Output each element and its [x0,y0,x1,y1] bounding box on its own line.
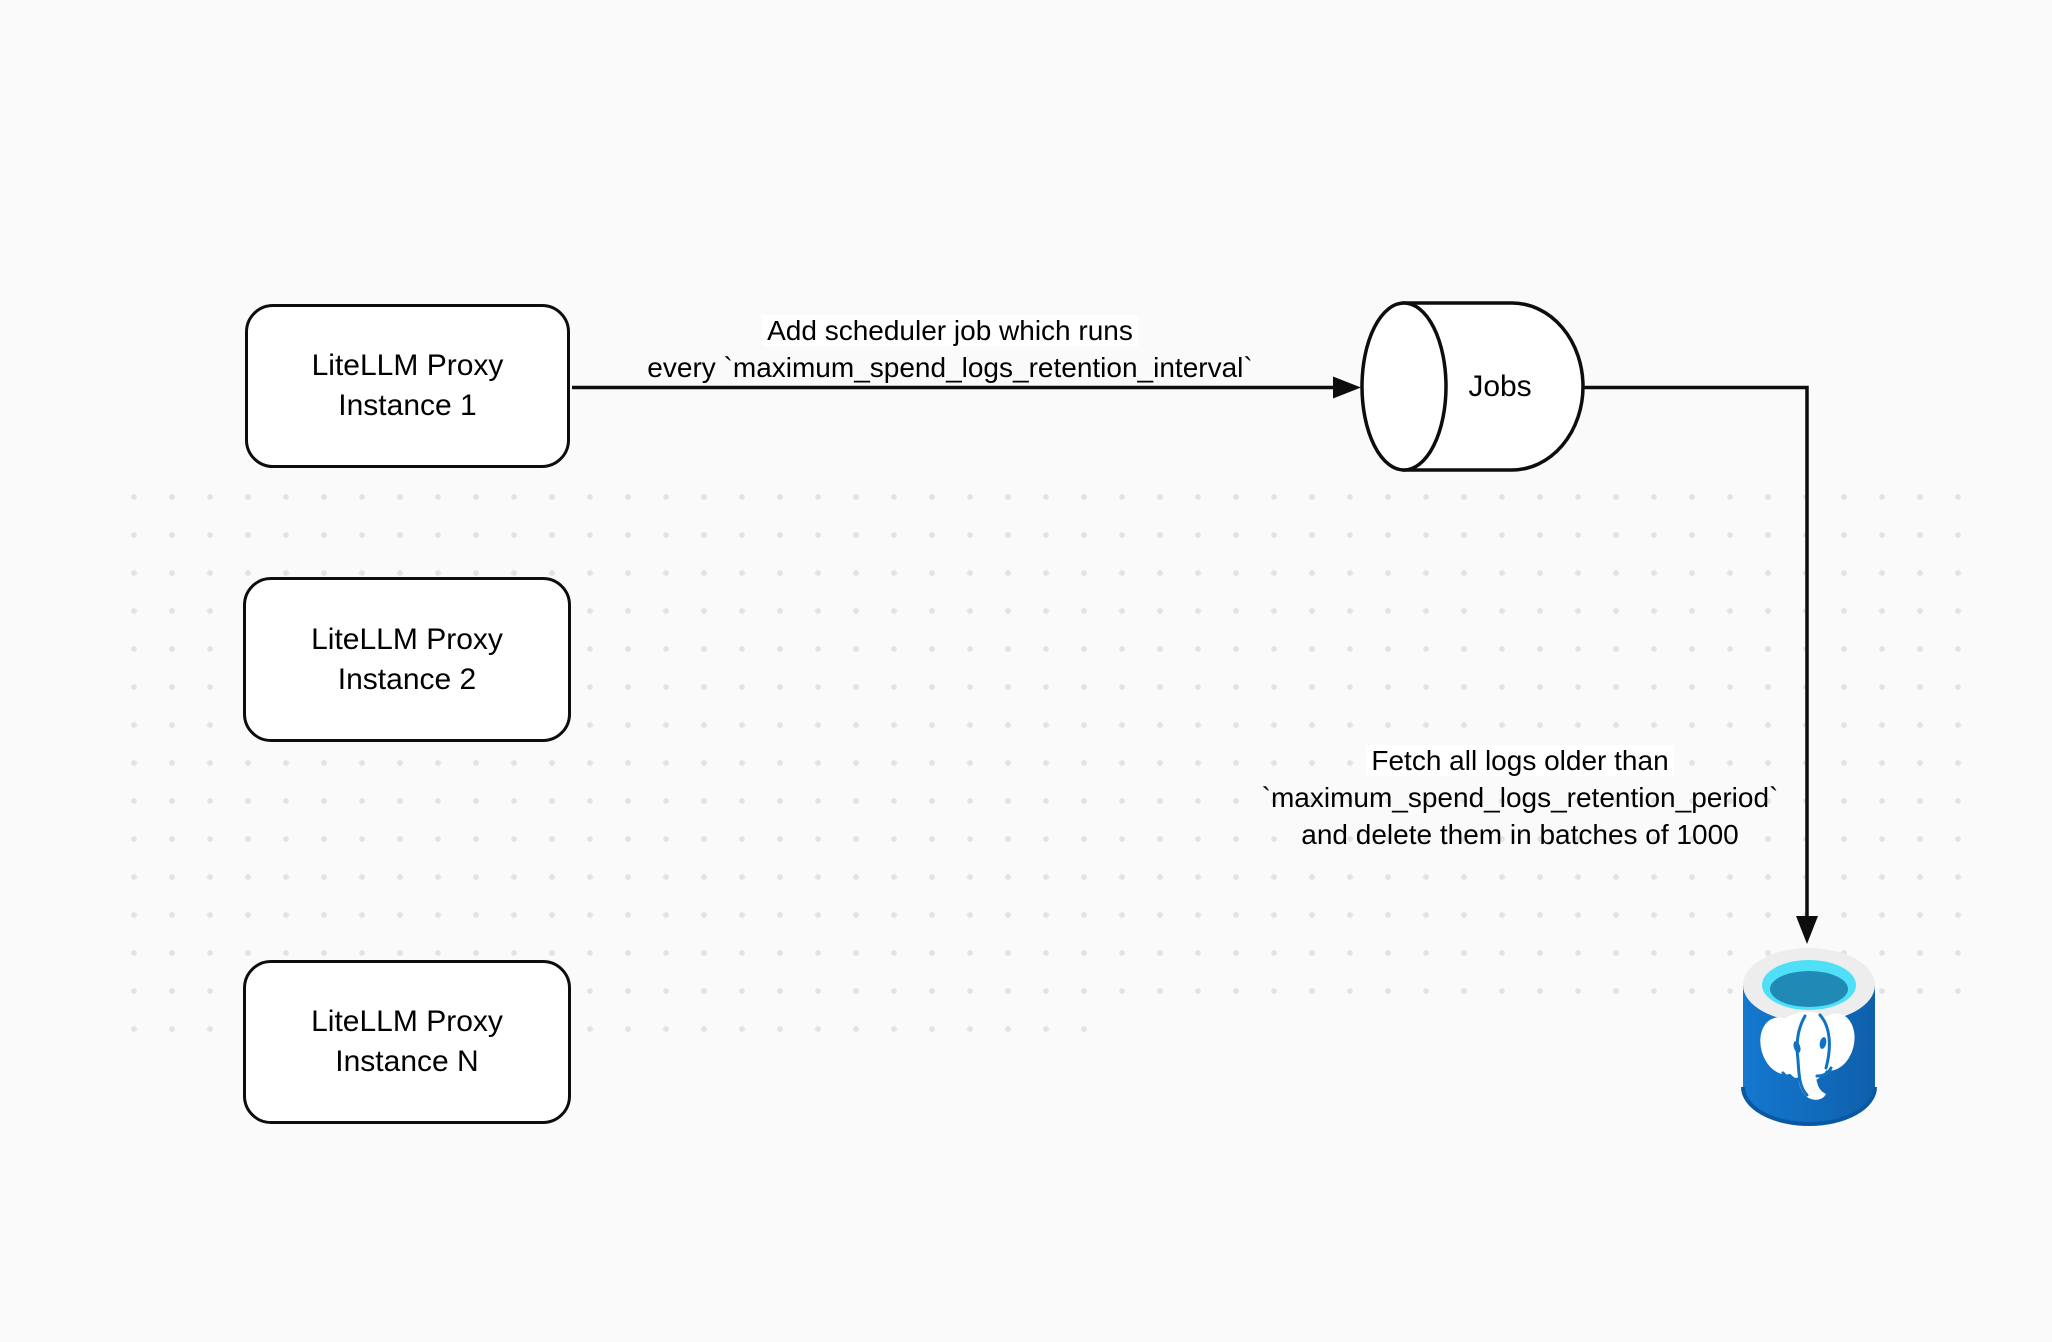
dot-grid [115,478,1978,1010]
edge-label-line: `maximum_spend_logs_retention_period` [1261,782,1779,813]
node-label-line: LiteLLM Proxy [311,349,504,382]
node-label-line: Instance 1 [338,389,477,422]
edge-scheduler-arrow [572,376,1361,399]
edge-label-line: Add scheduler job which runs [762,315,1138,346]
node-label-line: LiteLLM Proxy [311,1005,503,1038]
node-jobs-label: Jobs [1468,370,1532,403]
node-label-line: LiteLLM Proxy [311,622,503,656]
edge-label-line: every `maximum_spend_logs_retention_inte… [647,352,1253,383]
arrowhead-right-icon [1333,376,1361,399]
edge-label-line: and delete them in batches of 1000 [1301,819,1739,850]
node-litellm-proxy-instance-2: LiteLLM Proxy Instance 2 [243,577,571,742]
node-label-line: Instance 2 [337,662,477,696]
jobs-cylinder-shape [1360,301,1585,472]
edge-label-line: Fetch all logs older than [1366,745,1674,776]
arrowhead-down-icon [1796,916,1818,944]
edge-scheduler-label: Add scheduler job which runs every `maxi… [600,312,1300,386]
node-litellm-proxy-instance-1: LiteLLM Proxy Instance 1 [245,304,570,468]
node-litellm-proxy-instance-n: LiteLLM Proxy Instance N [243,960,571,1124]
edge-cleanup-label: Fetch all logs older than `maximum_spend… [1230,742,1810,853]
node-label-line: Instance N [335,1045,479,1078]
postgres-elephant-glyph [1760,1012,1855,1100]
postgresql-icon [1741,948,1877,1126]
edge-cleanup-arrow [1583,385,1818,944]
